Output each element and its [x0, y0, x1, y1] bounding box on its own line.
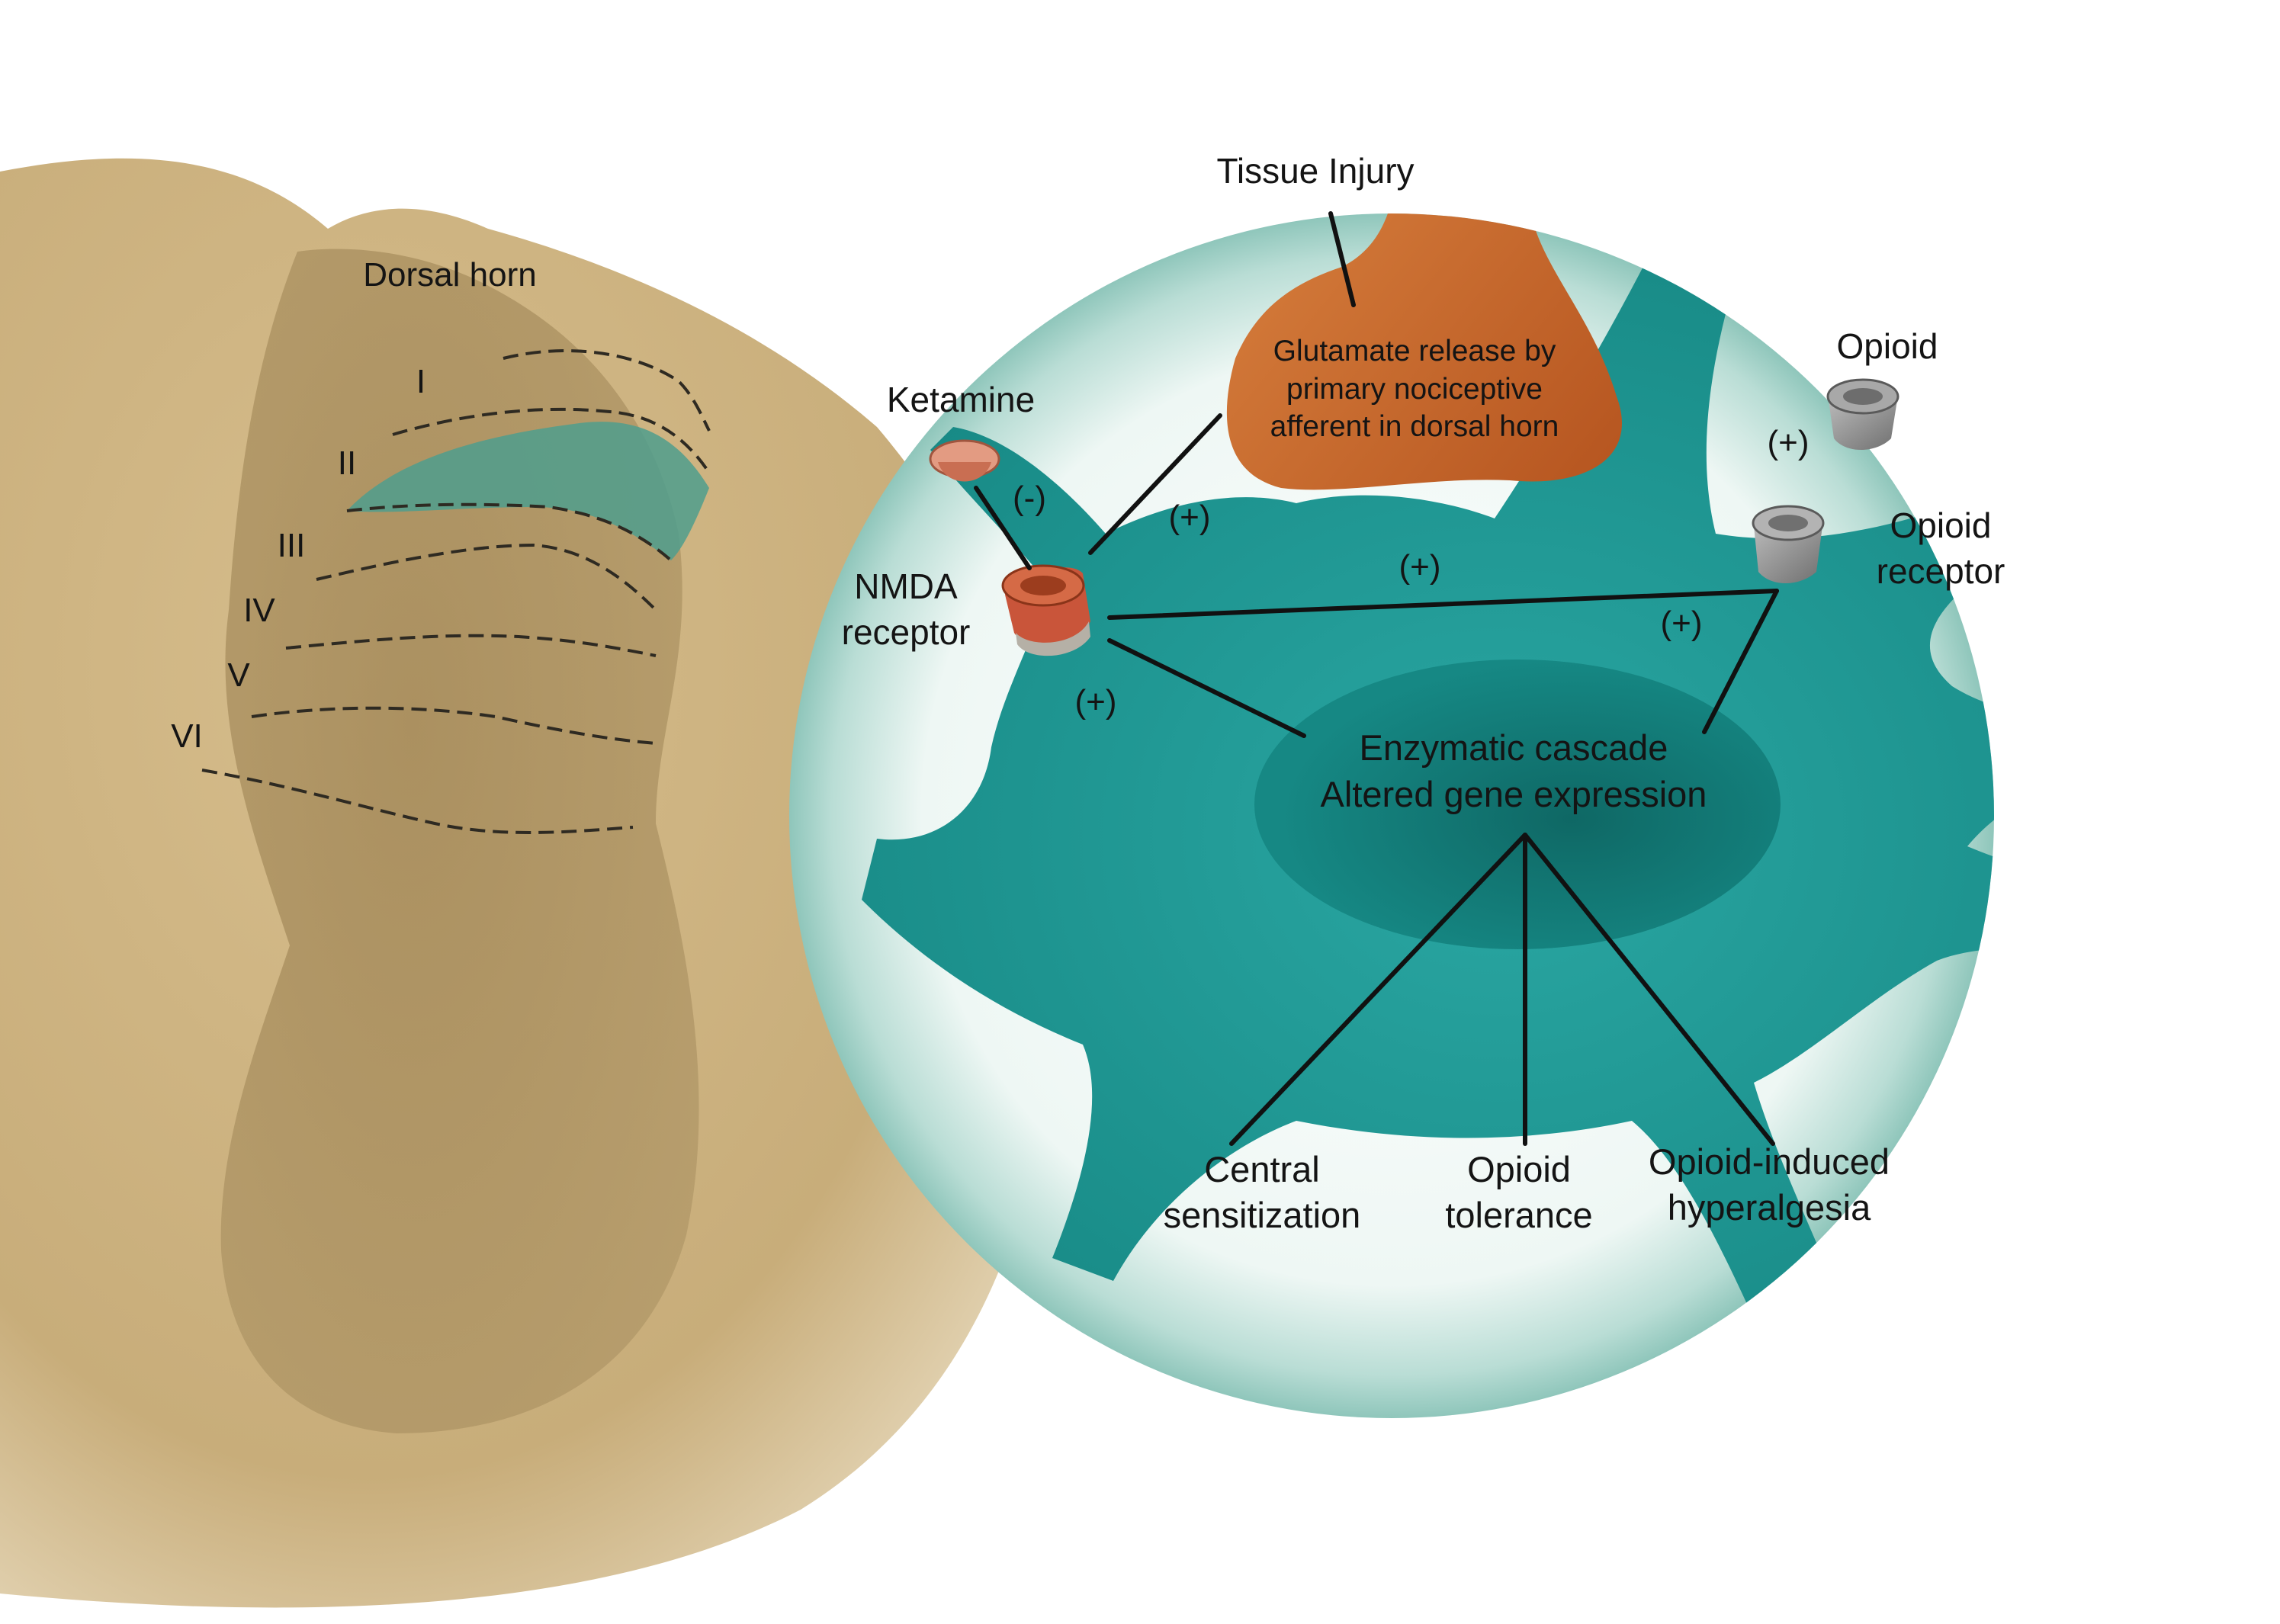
presynaptic-terminal [1226, 213, 1622, 490]
glutamate-label-line-3: afferent in dorsal horn [1270, 410, 1559, 443]
central-sensitization-label-line-1: Central [1204, 1149, 1320, 1189]
plus-label-terminal: (+) [1169, 499, 1211, 536]
lens-contents [862, 213, 1994, 1319]
lamina-label-v: V [227, 656, 250, 694]
opioid-receptor-icon [1752, 505, 1825, 583]
opioid-effect-label: (+) [1768, 424, 1810, 461]
ketamine-effect-label: (-) [1013, 480, 1046, 517]
cell-nucleus [1254, 660, 1781, 949]
nmda-label-line-1: NMDA [854, 566, 958, 606]
nmda-receptor-icon [1001, 564, 1090, 656]
lamina-label-iv: IV [243, 592, 275, 629]
lamina-label-i: I [416, 363, 425, 400]
cascade-label-line-2: Altered gene expression [1321, 774, 1707, 814]
cascade-label-line-1: Enzymatic cascade [1360, 727, 1668, 768]
lamina-label-vi: VI [171, 717, 203, 755]
plus-label-nmda-opioid: (+) [1399, 548, 1441, 586]
ketamine-icon [929, 439, 1000, 482]
opioid-receptor-label-line-2: receptor [1877, 551, 2005, 591]
glutamate-label-line-1: Glutamate release by [1273, 335, 1556, 367]
tissue-injury-label: Tissue Injury [1216, 151, 1414, 191]
gray-matter [220, 249, 699, 1433]
plus-label-opioid-cascade: (+) [1661, 605, 1703, 642]
nmda-label-line-2: receptor [842, 612, 971, 652]
opioid-receptor-label-line-1: Opioid [1890, 505, 1992, 545]
lamina-label-ii: II [338, 445, 356, 482]
opioid-icon [1826, 378, 1899, 450]
dorsal-horn-label: Dorsal horn [363, 256, 536, 294]
opioid-tolerance-label-line-1: Opioid [1467, 1149, 1571, 1189]
lamina-ii-region [347, 422, 709, 560]
lamina-label-iii: III [278, 527, 306, 564]
opioid-tolerance-label-line-2: tolerance [1445, 1195, 1592, 1235]
ketamine-label: Ketamine [887, 380, 1035, 419]
pathway-connectors [974, 211, 1779, 1146]
central-sensitization-label-line-2: sensitization [1164, 1195, 1361, 1235]
hyperalgesia-label-line-2: hyperalgesia [1668, 1187, 1871, 1228]
glutamate-label-line-2: primary nociceptive [1286, 373, 1543, 406]
lamina-boundaries [201, 349, 711, 834]
opioid-label: Opioid [1837, 326, 1938, 366]
plus-label-nmda-cascade: (+) [1075, 683, 1117, 721]
hyperalgesia-label-line-1: Opioid-induced [1649, 1141, 1890, 1182]
